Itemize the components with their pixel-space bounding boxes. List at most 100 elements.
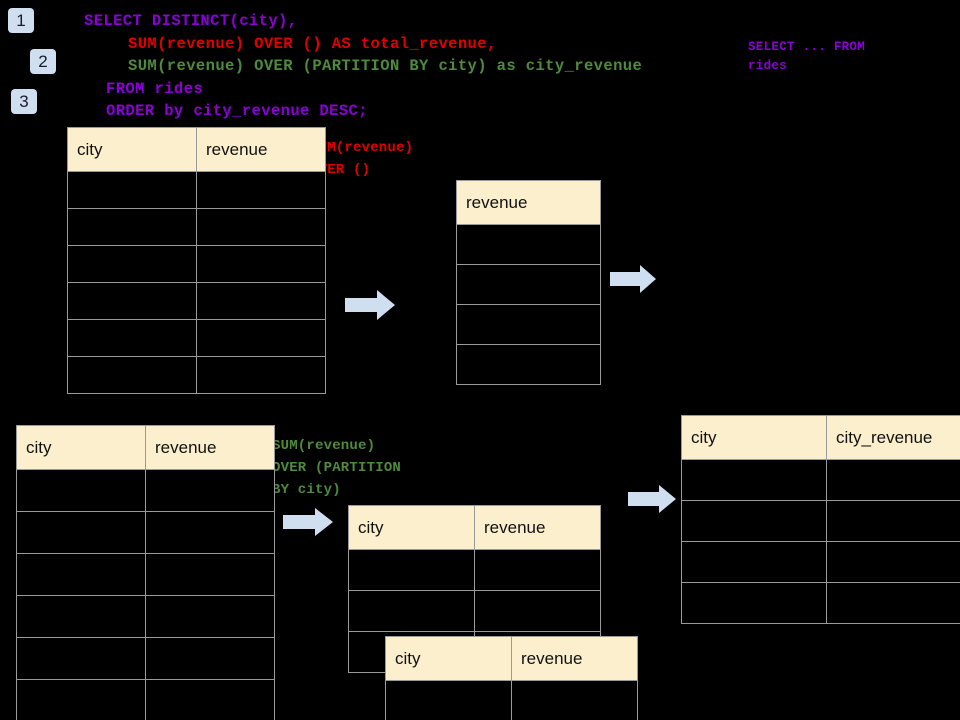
- cell-city: [16, 553, 146, 596]
- arrow-rides-to-total-icon: [345, 290, 395, 320]
- arrow-total-to-result-icon: [610, 265, 656, 293]
- table-partition-back: city revenue: [348, 505, 601, 673]
- table-row: [67, 245, 326, 283]
- cell-city: [385, 680, 512, 720]
- cell-revenue: [145, 511, 275, 554]
- cell-revenue: [196, 245, 326, 283]
- cell-revenue: [474, 590, 601, 632]
- cell-revenue: [196, 319, 326, 357]
- table-partition-front: city revenue: [385, 636, 638, 720]
- table-row: [348, 590, 601, 632]
- table-rides-top: city revenue: [67, 127, 326, 394]
- cell-city: [348, 590, 475, 632]
- table-row: [16, 469, 275, 512]
- cell-city: [67, 245, 197, 283]
- table-header-row: city revenue: [348, 505, 601, 550]
- column-header-city: city: [385, 636, 512, 681]
- table-row: [456, 344, 601, 385]
- table-header-row: city revenue: [67, 127, 326, 172]
- cell-city: [16, 469, 146, 512]
- table-city-revenue-result: city city_revenue: [681, 415, 960, 624]
- sql-line-from-rides: FROM rides: [106, 80, 204, 98]
- cell-revenue: [474, 549, 601, 591]
- table-header-row: city city_revenue: [681, 415, 960, 460]
- table-row: [16, 679, 275, 720]
- cell-revenue: [196, 282, 326, 320]
- table-row: [67, 208, 326, 246]
- column-header-revenue: revenue: [511, 636, 638, 681]
- column-header-revenue: revenue: [456, 180, 601, 225]
- column-header-revenue: revenue: [196, 127, 326, 172]
- table-header-row: city revenue: [16, 425, 275, 470]
- table-total-revenue: revenue: [456, 180, 601, 385]
- column-header-revenue: revenue: [145, 425, 275, 470]
- cell-city: [681, 582, 827, 624]
- table-row: [456, 304, 601, 345]
- table-row: [681, 459, 960, 501]
- cell-revenue: [145, 679, 275, 720]
- cell-revenue: [456, 264, 601, 305]
- cell-city-revenue: [826, 541, 960, 583]
- cell-revenue: [145, 469, 275, 512]
- column-header-revenue: revenue: [474, 505, 601, 550]
- cell-revenue: [456, 344, 601, 385]
- column-header-city: city: [348, 505, 475, 550]
- table-row: [681, 500, 960, 542]
- cell-city: [681, 541, 827, 583]
- column-header-city: city: [67, 127, 197, 172]
- sql-line-order-by: ORDER by city_revenue DESC;: [106, 102, 368, 120]
- cell-revenue: [196, 208, 326, 246]
- cell-revenue: [145, 553, 275, 596]
- cell-revenue: [196, 171, 326, 209]
- sql-line-sum-over-partition: SUM(revenue) OVER (PARTITION BY city) as…: [128, 57, 643, 75]
- table-row: [681, 582, 960, 624]
- table-rides-bottom: city revenue: [16, 425, 275, 720]
- step-badge-3[interactable]: 3: [11, 89, 37, 114]
- table-row: [385, 680, 638, 720]
- cell-city: [67, 356, 197, 394]
- table-row: [16, 511, 275, 554]
- table-row: [348, 549, 601, 591]
- cell-revenue: [145, 637, 275, 680]
- cell-city: [16, 595, 146, 638]
- table-row: [67, 356, 326, 394]
- cell-city: [67, 282, 197, 320]
- sql-line-sum-over-empty: SUM(revenue) OVER () AS total_revenue,: [128, 35, 497, 53]
- table-row: [67, 282, 326, 320]
- sidenote-select-from-rides: SELECT ... FROM rides: [748, 40, 866, 73]
- step-badge-2[interactable]: 2: [30, 49, 56, 74]
- cell-city: [681, 459, 827, 501]
- table-row: [67, 171, 326, 209]
- table-row: [16, 595, 275, 638]
- arrow-partition-to-result-icon: [628, 485, 676, 513]
- cell-city-revenue: [826, 582, 960, 624]
- sql-line-select-distinct: SELECT DISTINCT(city),: [84, 12, 298, 30]
- cell-city: [67, 319, 197, 357]
- cell-revenue: [511, 680, 638, 720]
- cell-city: [348, 549, 475, 591]
- cell-revenue: [456, 224, 601, 265]
- cell-revenue: [145, 595, 275, 638]
- cell-city: [67, 171, 197, 209]
- table-row: [16, 637, 275, 680]
- table-row: [67, 319, 326, 357]
- column-header-city: city: [681, 415, 827, 460]
- cell-city-revenue: [826, 500, 960, 542]
- annotation-sum-over-partition: SUM(revenue) OVER (PARTITION BY city): [272, 438, 402, 498]
- table-row: [456, 264, 601, 305]
- cell-city: [16, 679, 146, 720]
- table-row: [16, 553, 275, 596]
- cell-city: [16, 637, 146, 680]
- column-header-city-revenue: city_revenue: [826, 415, 960, 460]
- arrow-rides-to-partition-icon: [283, 508, 333, 536]
- cell-city: [681, 500, 827, 542]
- table-header-row: revenue: [456, 180, 601, 225]
- column-header-city: city: [16, 425, 146, 470]
- cell-city: [67, 208, 197, 246]
- step-badge-1[interactable]: 1: [8, 8, 34, 33]
- table-row: [681, 541, 960, 583]
- cell-city-revenue: [826, 459, 960, 501]
- cell-revenue: [456, 304, 601, 345]
- cell-revenue: [196, 356, 326, 394]
